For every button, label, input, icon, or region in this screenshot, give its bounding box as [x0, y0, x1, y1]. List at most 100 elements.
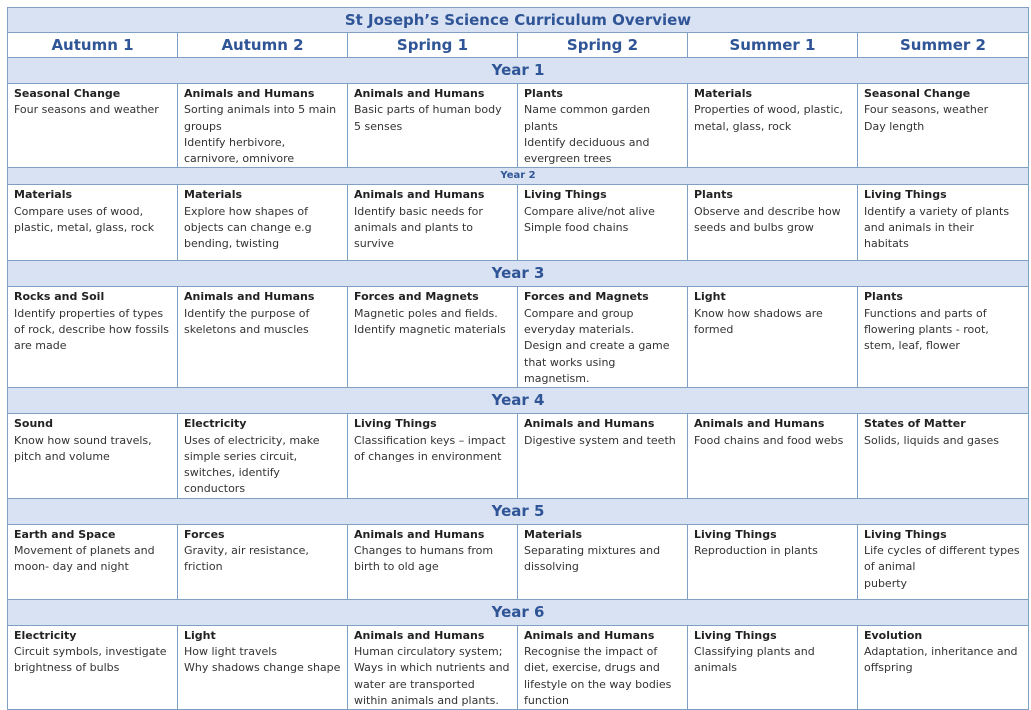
topic-title: Animals and Humans: [354, 527, 485, 541]
topic-title: Animals and Humans: [694, 417, 825, 431]
curriculum-table: St Joseph’s Science Curriculum Overview …: [7, 7, 1029, 710]
topic-detail: Why shadows change shape: [184, 661, 341, 675]
year-heading: Year 5: [7, 497, 1029, 525]
topic-title: Earth and Space: [14, 527, 116, 541]
topic-detail: Know how shadows are formed: [694, 306, 823, 337]
topic-detail: Know how sound travels, pitch and volume: [14, 433, 152, 463]
topic-title: Animals and Humans: [354, 188, 485, 202]
topic-detail: Compare and group everyday materials.: [524, 306, 634, 337]
topic-detail: Digestive system and teeth: [524, 433, 676, 447]
topic-title: Materials: [524, 527, 583, 541]
topic-title: Living Things: [864, 188, 947, 202]
topic-title: Plants: [524, 87, 563, 100]
year-heading: Year 2: [7, 167, 1029, 186]
topic-detail: Reproduction in plants: [694, 544, 818, 558]
topic-title: Plants: [694, 188, 733, 202]
topic-title: Living Things: [694, 628, 777, 642]
topic-title: Light: [694, 290, 726, 304]
term-header: Spring 2: [517, 32, 688, 58]
topic-detail: Separating mixtures and dissolving: [524, 544, 661, 574]
topic-title: Animals and Humans: [354, 628, 485, 642]
topic-detail: Identify basic needs for animals and pla…: [354, 204, 483, 251]
topic-detail: Movement of planets and moon- day and ni…: [14, 544, 155, 574]
topic-detail: Magnetic poles and fields.: [354, 306, 498, 320]
topic-title: Sound: [14, 417, 54, 431]
topic-title: Electricity: [14, 628, 77, 642]
topic-detail: Four seasons, weather: [864, 103, 989, 117]
year-header-row: Year 4: [7, 387, 1029, 415]
topic-title: Evolution: [864, 628, 923, 642]
topic-detail: Uses of electricity, make simple series …: [184, 433, 320, 496]
year-header-row: Year 1: [7, 57, 1029, 84]
topic-title: Living Things: [524, 188, 607, 202]
topic-detail: Four seasons and weather: [14, 103, 159, 117]
year-heading: Year 3: [7, 260, 1029, 288]
topic-detail: Adaptation, inheritance and offspring: [864, 645, 1018, 675]
topic-detail: Life cycles of different types of animal: [864, 544, 1020, 574]
topic-detail: Compare uses of wood, plastic, metal, gl…: [14, 204, 155, 235]
topic-title: Animals and Humans: [184, 290, 315, 304]
topic-detail: How light travels: [184, 645, 278, 659]
topic-title: Light: [184, 628, 216, 642]
topic-detail: Food chains and food webs: [694, 433, 844, 447]
year-heading: Year 1: [7, 57, 1029, 84]
topic-title: Animals and Humans: [524, 628, 655, 642]
term-header: Summer 1: [687, 32, 858, 58]
topic-detail: Classification keys – impact of changes …: [354, 433, 506, 463]
topic-title: States of Matter: [864, 417, 966, 431]
topic-detail: Explore how shapes of objects can change…: [184, 204, 312, 251]
topic-title: Seasonal Change: [14, 87, 121, 100]
topic-detail: Changes to humans from birth to old age: [354, 544, 494, 574]
topic-title: Electricity: [184, 417, 247, 431]
topic-detail: Classifying plants and animals: [694, 645, 815, 675]
topic-title: Materials: [694, 87, 753, 100]
topic-detail: puberty: [864, 576, 908, 590]
topic-title: Animals and Humans: [354, 87, 485, 100]
year-header-row: Year 2: [7, 167, 1029, 186]
topic-title: Forces and Magnets: [524, 290, 649, 304]
topic-detail: Sorting animals into 5 main groups: [184, 103, 337, 133]
topic-title: Animals and Humans: [524, 417, 655, 431]
topic-detail: Identify the purpose of skeletons and mu…: [184, 306, 310, 337]
year-heading: Year 4: [7, 387, 1029, 415]
topic-title: Rocks and Soil: [14, 290, 105, 304]
